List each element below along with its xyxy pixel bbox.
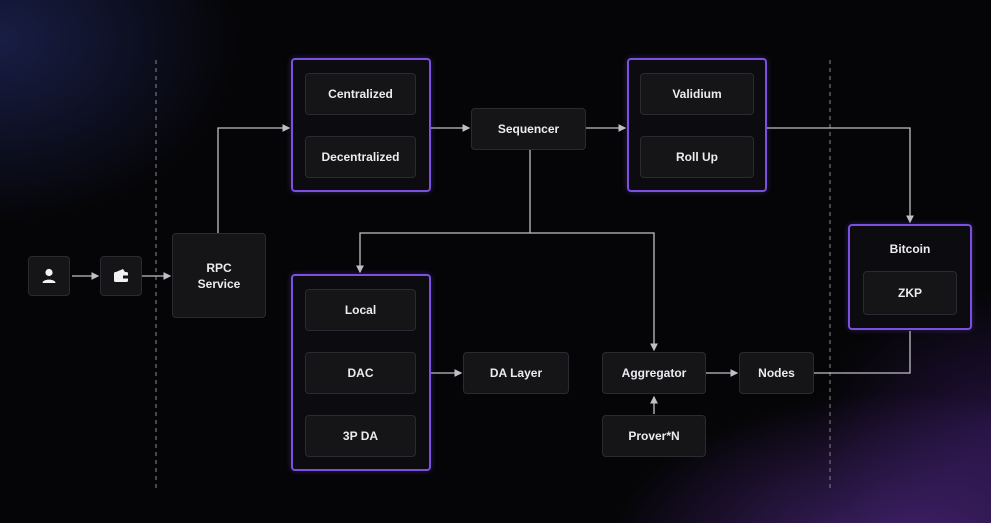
prover-node: Prover*N [602,415,706,457]
decentralized-node: Decentralized [305,136,416,178]
3p-da-node: 3P DA [305,415,416,457]
edge-rpc-modes [217,124,291,233]
zkp-node: ZKP [863,271,957,315]
local-node: Local [305,289,416,331]
rollup-node: Roll Up [640,136,754,178]
centralized-node: Centralized [305,73,416,115]
da-layer-node: DA Layer [463,352,569,394]
sequencer-node: Sequencer [471,108,586,150]
user-node [28,256,70,296]
edge-split-da [356,232,530,274]
edge-split-aggregator [530,232,658,352]
rpc-label-line2: Service [197,276,241,291]
validium-node: Validium [640,73,754,115]
nodes-node: Nodes [739,352,814,394]
edge-nodes-bitcoin [814,331,911,374]
wallet-icon [114,269,128,282]
rpc-label-line1: RPC [206,260,232,275]
edge-datamodes-bitcoin [767,127,914,224]
user-icon [42,268,56,283]
bitcoin-title: Bitcoin [889,242,931,256]
rpc-service-node: RPC Service [172,233,266,318]
wallet-node [100,256,142,296]
aggregator-node: Aggregator [602,352,706,394]
dac-node: DAC [305,352,416,394]
